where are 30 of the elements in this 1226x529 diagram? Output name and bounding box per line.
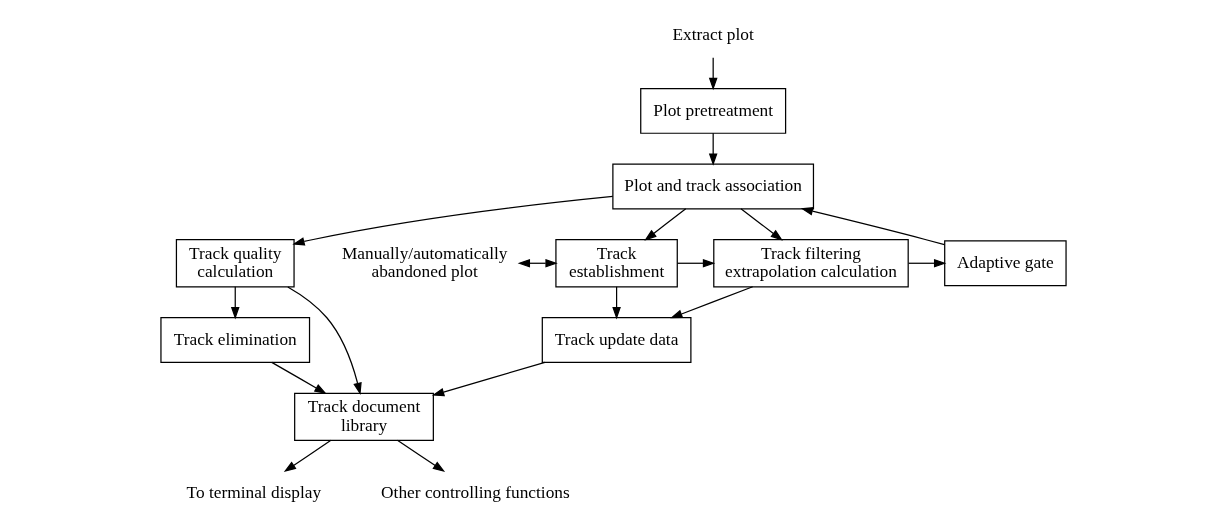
- arrow: [283, 439, 332, 473]
- node-box: Track establishment: [554, 239, 678, 288]
- arrow: [286, 286, 362, 395]
- arrow: [396, 439, 445, 473]
- node-box: Track update data: [541, 317, 691, 363]
- arrow: [270, 361, 327, 395]
- arrow: [708, 57, 717, 91]
- arrow: [291, 195, 613, 246]
- arrow: [611, 286, 621, 320]
- node-text: To terminal display: [186, 483, 321, 503]
- arrow: [739, 208, 783, 241]
- arrow: [669, 286, 753, 319]
- node-box: Plot and track association: [611, 163, 814, 210]
- arrow: [431, 361, 545, 397]
- node-box: Adaptive gate: [943, 240, 1067, 287]
- arrow: [907, 258, 946, 268]
- node-box: Track quality calculation: [175, 239, 295, 288]
- arrow: [676, 258, 715, 268]
- node-text: Manually/automatically abandoned plot: [341, 243, 507, 282]
- arrow: [800, 207, 945, 246]
- node-box: Track document library: [293, 392, 434, 441]
- node-box: Track filtering extrapolation calculation: [712, 239, 909, 288]
- arrow: [643, 208, 686, 241]
- node-box: Plot pretreatment: [639, 88, 786, 134]
- node-box: Track elimination: [159, 317, 310, 363]
- node-text: Other controlling functions: [380, 483, 570, 503]
- arrow: [708, 132, 717, 166]
- arrow: [230, 286, 240, 320]
- arrow: [517, 258, 558, 268]
- node-text: Extract plot: [672, 25, 754, 45]
